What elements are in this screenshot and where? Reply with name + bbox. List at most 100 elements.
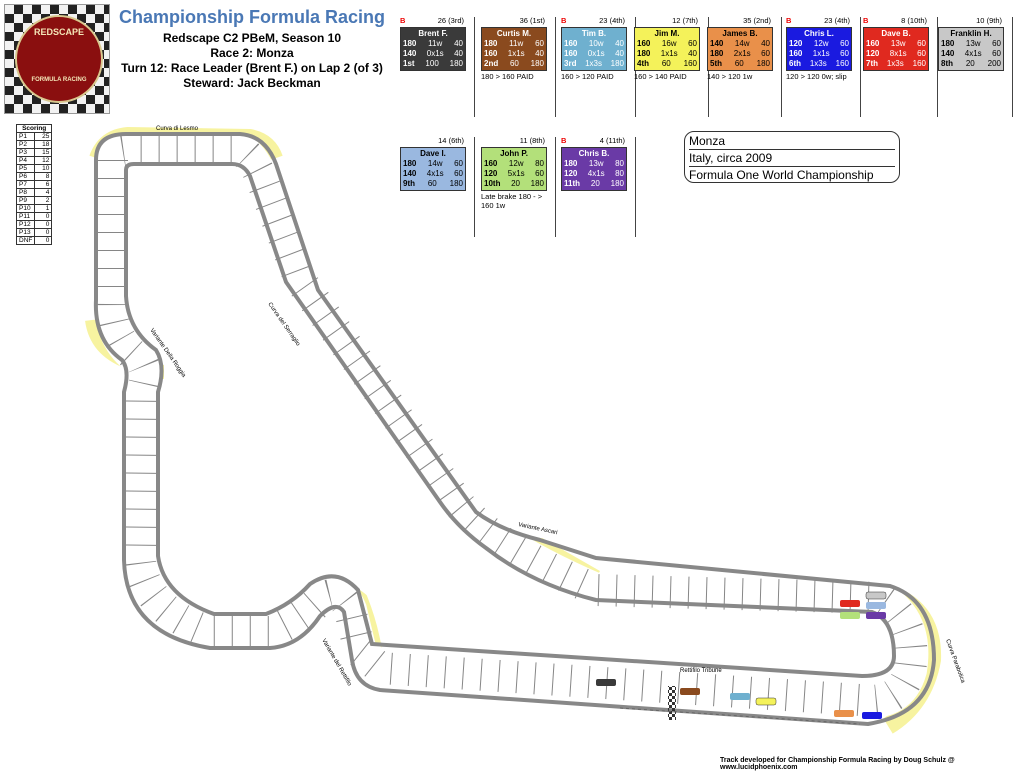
page-title: Championship Formula Racing	[118, 7, 386, 27]
car-chris-b[interactable]	[866, 612, 886, 619]
driver-points: 26 (3rd)	[437, 16, 464, 25]
driver-stat: 7th	[866, 59, 878, 68]
driver-stat: 160	[637, 39, 651, 48]
driver-stat: 1x3s	[809, 59, 827, 68]
driver-points: 23 (4th)	[824, 16, 850, 25]
driver-stat: 160	[789, 49, 803, 58]
car-john[interactable]	[840, 612, 860, 619]
driver-stat: 14w	[427, 159, 443, 168]
driver-stat: 180	[449, 59, 463, 68]
scoring-points: 0	[34, 236, 53, 245]
logo-text-bottom: FORMULA RACING	[31, 77, 87, 83]
driver-stat: 9th	[403, 179, 415, 188]
driver-stat: 60	[509, 59, 519, 68]
driver-stat: 40	[454, 49, 463, 58]
card-divider	[474, 137, 475, 237]
driver-stat: 60	[992, 39, 1001, 48]
driver-stat: 4x1s	[964, 49, 982, 58]
label-curva-lesmo: Curva di Lesmo	[156, 126, 199, 132]
driver-name: Curtis M.	[496, 29, 532, 38]
driver-stat: 8th	[941, 59, 953, 68]
driver-stat: 60	[840, 39, 849, 48]
driver-stat: 40	[615, 49, 624, 58]
driver-stat: 160	[866, 39, 880, 48]
label-curva-serraglio: Curva del Serraglio	[266, 302, 301, 348]
driver-stat: 120	[564, 169, 578, 178]
steward-label: Steward: Jack Beckman	[183, 76, 321, 90]
driver-note: 140 > 120 1w	[707, 72, 753, 81]
credit-line: Track developed for Championship Formula…	[720, 757, 955, 771]
driver-stat: 3rd	[564, 59, 577, 68]
track-info-box: Monza Italy, circa 2009 Formula One Worl…	[684, 131, 900, 183]
driver-stat: 0x1s	[587, 49, 605, 58]
car-chris-l[interactable]	[862, 712, 882, 719]
car-dave-i[interactable]	[866, 602, 886, 609]
car-curtis[interactable]	[680, 688, 700, 695]
car-brent[interactable]	[596, 679, 616, 686]
driver-stat: 60	[454, 159, 463, 168]
driver-points: 12 (7th)	[672, 16, 698, 25]
driver-points: 10 (9th)	[976, 16, 1002, 25]
driver-stat: 60	[454, 169, 463, 178]
driver-note: 180 > 160 PAID	[481, 72, 534, 81]
car-jim[interactable]	[755, 697, 777, 706]
car-tim[interactable]	[730, 693, 750, 700]
driver-note: 160 > 120 PAID	[561, 72, 614, 81]
driver-stat: 2nd	[484, 59, 499, 68]
driver-stat: 11th	[564, 179, 581, 188]
driver-stat-row: 180 14w 60	[403, 159, 463, 169]
driver-stat: 160	[683, 59, 697, 68]
blue-flag-marker: B	[400, 16, 406, 25]
driver-stat: 60	[992, 49, 1001, 58]
driver-name: Franklin H.	[950, 29, 992, 38]
driver-stat: 140	[941, 49, 955, 58]
driver-stat: 180	[610, 179, 624, 188]
driver-points: 35 (2nd)	[743, 16, 771, 25]
driver-stat: 180	[403, 39, 417, 48]
driver-stat: 11w	[509, 39, 524, 48]
car-franklin[interactable]	[865, 591, 887, 600]
driver-stat: 12w	[813, 39, 829, 48]
driver-stat: 180	[637, 49, 651, 58]
track-inner-wall	[124, 162, 897, 679]
card-divider	[555, 137, 556, 237]
driver-points: 11 (8th)	[519, 136, 545, 145]
driver-stat-row: 140 4x1s 60	[941, 49, 1001, 59]
driver-stat: 180	[564, 159, 578, 168]
driver-stat: 60	[535, 169, 544, 178]
scoring-position: DNF	[15, 236, 36, 245]
driver-stat: 60	[917, 49, 926, 58]
car-james[interactable]	[834, 710, 854, 717]
driver-name: Chris B.	[578, 149, 610, 158]
race-label: Race 2: Monza	[210, 46, 294, 60]
driver-name: James B.	[722, 29, 758, 38]
driver-stat: 13w	[890, 39, 906, 48]
driver-stat: 180	[403, 159, 417, 168]
driver-points: 4 (11th)	[599, 136, 625, 145]
driver-note: Late brake 180 - > 160 1w	[481, 192, 543, 210]
pit-lane	[619, 707, 861, 725]
car-dave-b[interactable]	[840, 600, 860, 607]
card-divider	[937, 17, 938, 117]
